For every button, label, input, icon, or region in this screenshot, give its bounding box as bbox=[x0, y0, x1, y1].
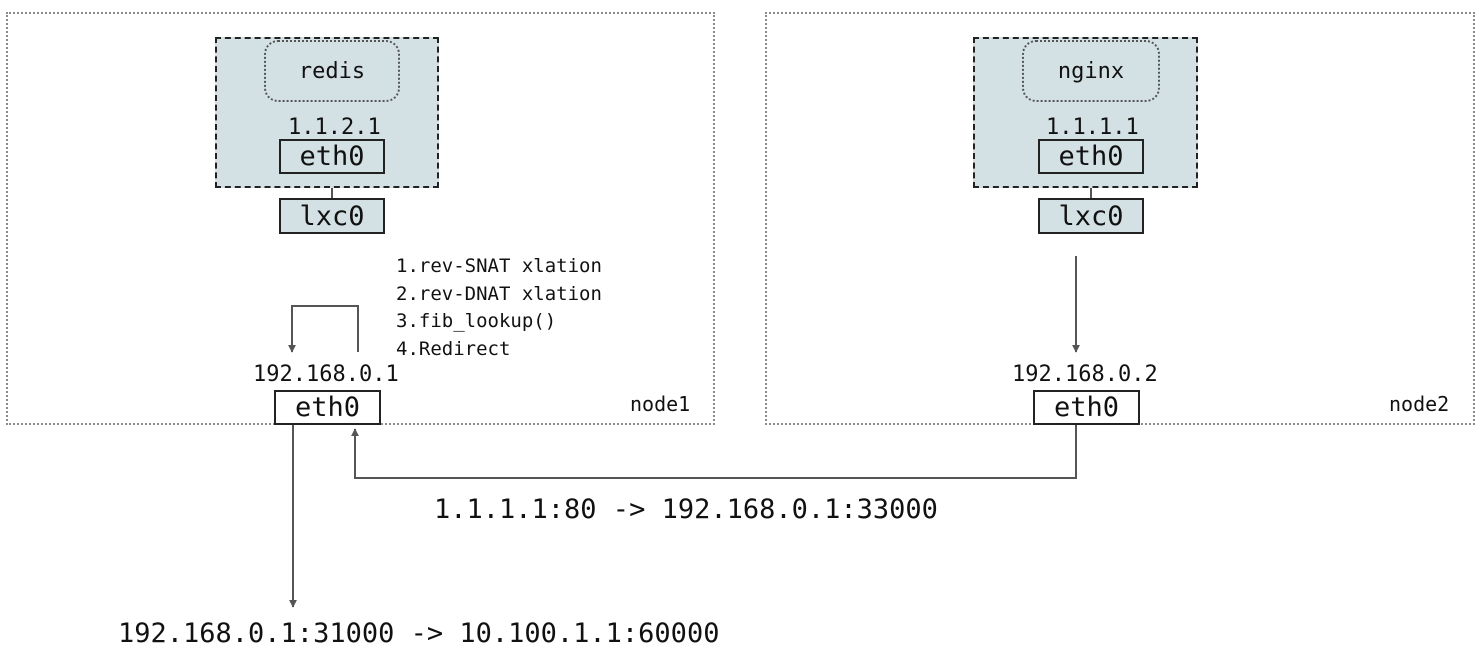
node1-eth0-interface: eth0 bbox=[274, 390, 381, 425]
step-item: 1.rev-SNAT xlation bbox=[396, 255, 602, 277]
node1-eth0-label: eth0 bbox=[294, 392, 361, 423]
node2-label: node2 bbox=[1389, 392, 1450, 416]
node2-lxc0-label: lxc0 bbox=[1058, 200, 1124, 232]
node1-label: node1 bbox=[630, 392, 691, 416]
step-item: 2.rev-DNAT xlation bbox=[396, 282, 602, 305]
step-item: 3.fib_lookup() bbox=[396, 310, 557, 332]
step-item: 4.Redirect bbox=[396, 337, 511, 360]
redis-pod-ip: 1.1.2.1 bbox=[288, 115, 381, 140]
nginx-eth0-interface: eth0 bbox=[1038, 139, 1144, 174]
node2-eth0-label: eth0 bbox=[1053, 392, 1120, 423]
redis-container-name: redis bbox=[298, 58, 366, 84]
inter-node-flow-label: 1.1.1.1:80 -> 192.168.0.1:33000 bbox=[434, 494, 938, 525]
node1-processing-steps: 1.rev-SNAT xlation 2.rev-DNAT xlation 3.… bbox=[396, 253, 602, 363]
nginx-eth0-label: eth0 bbox=[1058, 141, 1124, 172]
node1-host-ip: 192.168.0.1 bbox=[253, 362, 399, 387]
redis-eth0-label: eth0 bbox=[299, 141, 365, 172]
node2-lxc0-interface: lxc0 bbox=[1038, 198, 1144, 234]
node1-lxc0-interface: lxc0 bbox=[279, 198, 385, 234]
node1-lxc0-label: lxc0 bbox=[299, 200, 365, 232]
nginx-container-name: nginx bbox=[1057, 58, 1125, 84]
nginx-pod-ip: 1.1.1.1 bbox=[1046, 115, 1139, 140]
nginx-container: nginx bbox=[1022, 40, 1160, 102]
redis-container: redis bbox=[264, 40, 400, 102]
inter-node-arrow bbox=[351, 425, 1077, 479]
nginx-pod: nginx 1.1.1.1 bbox=[973, 37, 1198, 188]
egress-flow-label: 192.168.0.1:31000 -> 10.100.1.1:60000 bbox=[118, 618, 720, 649]
redis-pod: redis 1.1.2.1 bbox=[215, 37, 439, 188]
node2-eth0-interface: eth0 bbox=[1033, 390, 1140, 425]
redis-eth0-interface: eth0 bbox=[279, 139, 385, 174]
node2-host-ip: 192.168.0.2 bbox=[1012, 362, 1158, 387]
